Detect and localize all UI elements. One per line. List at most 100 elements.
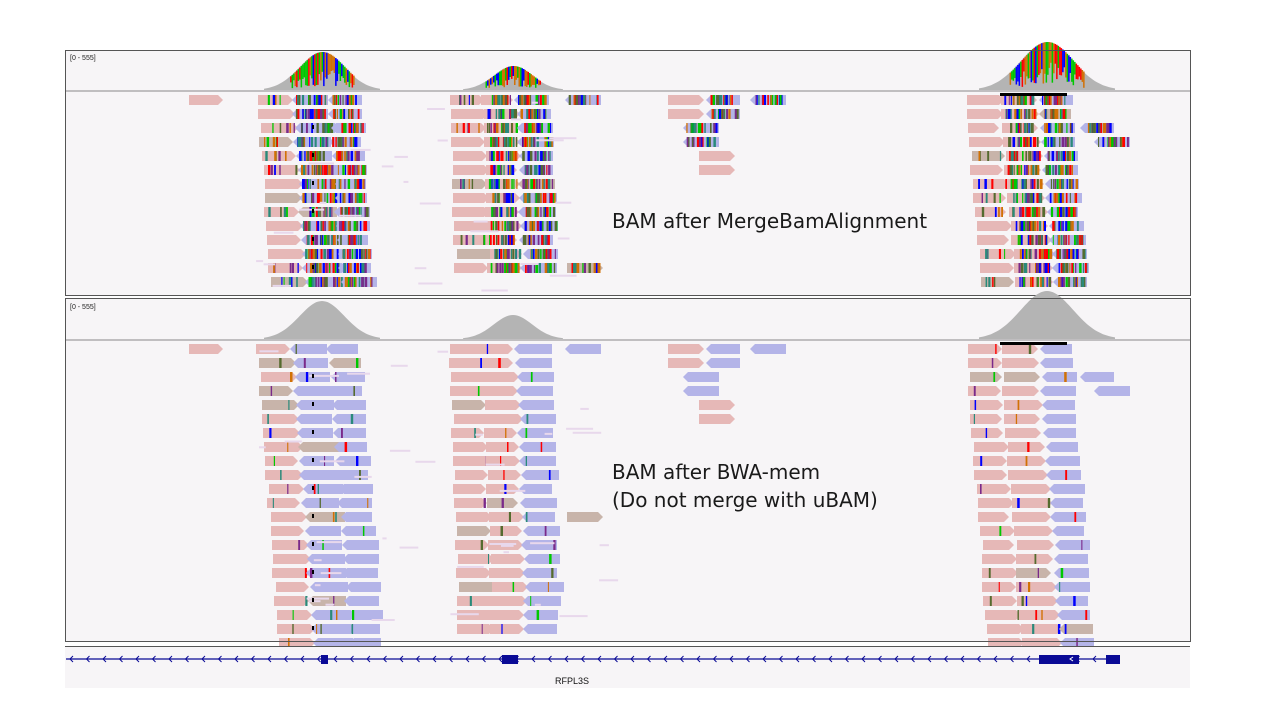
read[interactable]	[293, 386, 334, 396]
read[interactable]	[1019, 610, 1060, 620]
read[interactable]	[489, 568, 525, 578]
read[interactable]	[346, 582, 381, 592]
read[interactable]	[1040, 386, 1076, 396]
read[interactable]	[968, 344, 1002, 354]
read[interactable]	[457, 596, 495, 606]
read[interactable]	[451, 137, 485, 147]
read[interactable]	[1042, 372, 1077, 382]
read[interactable]	[980, 263, 1014, 273]
read[interactable]	[514, 344, 552, 354]
coverage-peak[interactable]	[979, 291, 1115, 339]
read[interactable]	[484, 372, 519, 382]
read[interactable]	[261, 123, 298, 133]
read[interactable]	[683, 372, 719, 382]
read[interactable]	[683, 386, 719, 396]
read[interactable]	[259, 358, 296, 368]
read[interactable]	[296, 414, 332, 424]
read[interactable]	[492, 582, 528, 592]
read[interactable]	[970, 372, 1002, 382]
read[interactable]	[268, 249, 306, 259]
read[interactable]	[968, 386, 1001, 396]
read[interactable]	[1094, 386, 1130, 396]
gene-track[interactable]: RFPL3S	[65, 646, 1190, 688]
read[interactable]	[565, 344, 601, 354]
read[interactable]	[699, 414, 735, 424]
read[interactable]	[668, 358, 704, 368]
read[interactable]	[266, 221, 303, 231]
gene-model-rfpl3s[interactable]	[66, 655, 1120, 664]
read[interactable]	[487, 414, 523, 424]
read[interactable]	[452, 207, 489, 217]
read[interactable]	[1040, 358, 1073, 368]
read[interactable]	[457, 624, 494, 634]
read[interactable]	[485, 179, 520, 189]
read[interactable]	[272, 540, 309, 550]
read[interactable]	[518, 400, 554, 410]
read[interactable]	[969, 137, 1005, 147]
read[interactable]	[486, 456, 520, 466]
read[interactable]	[485, 400, 521, 410]
read[interactable]	[978, 498, 1014, 508]
read[interactable]	[1057, 610, 1090, 620]
read[interactable]	[339, 484, 373, 494]
read[interactable]	[265, 179, 303, 189]
read[interactable]	[706, 358, 740, 368]
read[interactable]	[983, 540, 1014, 550]
read[interactable]	[1059, 624, 1093, 634]
read[interactable]	[982, 554, 1017, 564]
read[interactable]	[977, 221, 1012, 231]
read[interactable]	[977, 235, 1009, 245]
read[interactable]	[271, 512, 307, 522]
read[interactable]	[268, 263, 303, 273]
read[interactable]	[313, 638, 353, 648]
read[interactable]	[519, 456, 556, 466]
read[interactable]	[343, 554, 379, 564]
read[interactable]	[453, 165, 489, 175]
read[interactable]	[299, 456, 334, 466]
read[interactable]	[1008, 442, 1045, 452]
read[interactable]	[491, 554, 525, 564]
read[interactable]	[750, 344, 786, 354]
read[interactable]	[262, 400, 299, 410]
read[interactable]	[305, 526, 341, 536]
read[interactable]	[303, 484, 343, 494]
read[interactable]	[1055, 540, 1090, 550]
read[interactable]	[517, 372, 554, 382]
read[interactable]	[335, 470, 368, 480]
read[interactable]	[985, 610, 1021, 620]
read[interactable]	[490, 596, 527, 606]
gene-exon[interactable]	[321, 655, 328, 664]
read[interactable]	[455, 540, 489, 550]
read[interactable]	[267, 498, 300, 508]
read[interactable]	[332, 400, 366, 410]
read[interactable]	[1042, 414, 1076, 424]
read[interactable]	[453, 151, 487, 161]
read[interactable]	[668, 95, 704, 105]
read[interactable]	[968, 123, 999, 133]
read[interactable]	[1049, 484, 1085, 494]
read[interactable]	[515, 358, 552, 368]
read[interactable]	[298, 442, 339, 452]
read[interactable]	[450, 344, 489, 354]
read[interactable]	[982, 568, 1018, 578]
coverage-track[interactable]	[264, 42, 1115, 90]
read[interactable]	[332, 414, 366, 424]
read[interactable]	[1054, 568, 1089, 578]
read[interactable]	[970, 165, 1003, 175]
read[interactable]	[978, 512, 1009, 522]
read[interactable]	[668, 344, 704, 354]
read[interactable]	[486, 442, 519, 452]
read[interactable]	[486, 484, 519, 494]
read[interactable]	[1012, 512, 1051, 522]
read[interactable]	[451, 428, 484, 438]
read[interactable]	[1017, 596, 1058, 606]
read[interactable]	[457, 249, 495, 259]
read[interactable]	[453, 193, 489, 203]
read[interactable]	[489, 512, 524, 522]
read[interactable]	[1016, 582, 1057, 592]
read[interactable]	[344, 596, 379, 606]
read[interactable]	[482, 358, 513, 368]
read[interactable]	[450, 95, 484, 105]
read[interactable]	[349, 638, 381, 648]
read[interactable]	[484, 428, 517, 438]
